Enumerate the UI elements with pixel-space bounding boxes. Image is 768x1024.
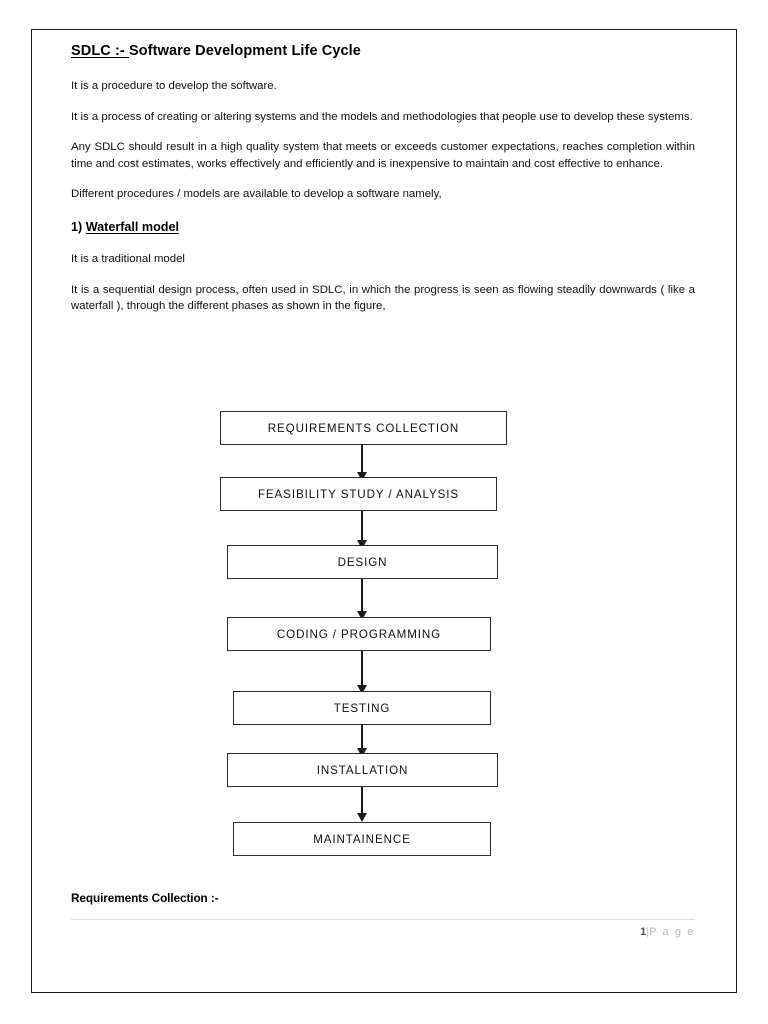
footer-page-number: 1|P a g e (640, 926, 695, 938)
flow-arrowhead-6 (357, 813, 367, 822)
paragraph-definition: It is a process of creating or altering … (71, 110, 693, 123)
footer-separator-pipe: | (646, 926, 650, 938)
flow-step-label: FEASIBILITY STUDY / ANALYSIS (257, 487, 460, 501)
flow-step-label: CODING / PROGRAMMING (276, 627, 442, 641)
flow-step-requirements-collection: REQUIREMENTS COLLECTION (220, 411, 507, 445)
flow-arrowhead-3 (357, 611, 367, 620)
flow-step-label: TESTING (333, 701, 391, 715)
flow-connector-1 (361, 445, 363, 476)
page-title-rest: Software Development Life Cycle (129, 43, 361, 59)
flow-arrowhead-1 (357, 472, 367, 481)
subheading-waterfall-model: 1) Waterfall model (71, 219, 695, 235)
flow-arrowhead-2 (357, 540, 367, 549)
paragraph-procedures: Different procedures / models are availa… (71, 188, 442, 201)
flow-connector-5 (361, 725, 363, 752)
flow-step-design: DESIGN (227, 545, 498, 579)
flow-step-installation: INSTALLATION (227, 753, 498, 787)
flow-step-coding-programming: CODING / PROGRAMMING (227, 617, 491, 651)
page-title-underlined-part: SDLC :- (71, 43, 129, 59)
paragraph-sequential: It is a sequential design process, often… (71, 283, 695, 313)
flow-step-label: REQUIREMENTS COLLECTION (267, 421, 460, 435)
flow-step-label: DESIGN (337, 555, 388, 569)
flow-step-label: MAINTAINENCE (313, 832, 411, 846)
flow-step-label: INSTALLATION (316, 763, 409, 777)
flow-step-feasibility-study: FEASIBILITY STUDY / ANALYSIS (220, 477, 497, 511)
paragraph-quality: Any SDLC should result in a high quality… (71, 141, 695, 170)
section-heading-requirements-collection: Requirements Collection :- (71, 891, 219, 905)
paragraph-intro: It is a procedure to develop the softwar… (71, 80, 277, 93)
flow-connector-3 (361, 579, 363, 615)
page-title: SDLC :- Software Development Life Cycle (71, 42, 695, 60)
flow-connector-2 (361, 511, 363, 544)
flow-step-maintainence: MAINTAINENCE (233, 822, 491, 856)
page-content: SDLC :- Software Development Life Cycle … (71, 42, 695, 982)
footer-separator (71, 919, 695, 920)
flow-arrowhead-4 (357, 685, 367, 694)
subheading-number: 1) (71, 219, 86, 234)
footer-page-num-value: 1 (640, 926, 647, 938)
waterfall-model-flowchart: REQUIREMENTS COLLECTION FEASIBILITY STUD… (71, 372, 695, 856)
document-page: SDLC :- Software Development Life Cycle … (31, 29, 737, 993)
flow-step-testing: TESTING (233, 691, 491, 725)
flow-connector-6 (361, 787, 363, 817)
flow-arrowhead-5 (357, 748, 367, 757)
footer-page-word: P a g e (649, 926, 695, 938)
flow-connector-4 (361, 651, 363, 689)
paragraph-traditional: It is a traditional model (71, 253, 185, 266)
subheading-label: Waterfall model (85, 219, 180, 234)
